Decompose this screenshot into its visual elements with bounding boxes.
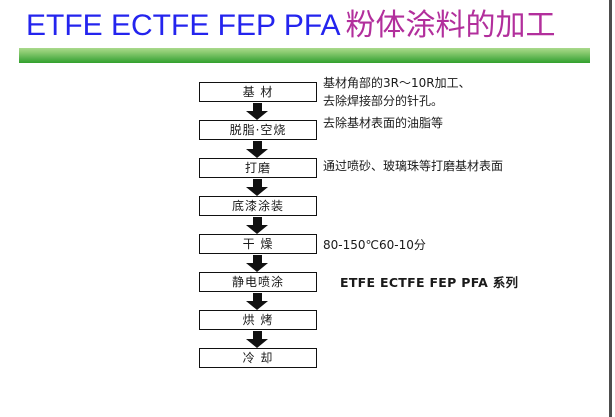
flow-step-primer: 底漆涂装 — [199, 196, 317, 216]
note-product-series: ETFE ECTFE FEP PFA 系列 — [340, 275, 519, 290]
page-title-latin: ETFE ECTFE FEP PFA — [26, 9, 341, 42]
flow-step-grind: 打磨 — [199, 158, 317, 178]
down-arrow-icon — [199, 178, 317, 196]
note-substrate-line2: 去除焊接部分的针孔。 — [323, 94, 444, 108]
note-grind: 通过喷砂、玻璃珠等打磨基材表面 — [323, 159, 504, 173]
process-flowchart: 基 材 脱脂·空烧 打磨 底漆涂装 干 燥 静电喷涂 烘 烤 冷 却 — [199, 82, 317, 368]
flow-step-substrate: 基 材 — [199, 82, 317, 102]
flow-step-bake: 烘 烤 — [199, 310, 317, 330]
title-accent-bar — [19, 48, 590, 63]
flow-step-cool: 冷 却 — [199, 348, 317, 368]
note-degrease: 去除基材表面的油脂等 — [323, 116, 444, 130]
down-arrow-icon — [199, 292, 317, 310]
page-title-cjk: 粉体涂料的加工 — [345, 8, 556, 43]
down-arrow-icon — [199, 140, 317, 158]
down-arrow-icon — [199, 216, 317, 234]
flow-step-degrease: 脱脂·空烧 — [199, 120, 317, 140]
down-arrow-icon — [199, 254, 317, 272]
flow-step-dry: 干 燥 — [199, 234, 317, 254]
down-arrow-icon — [199, 330, 317, 348]
flow-step-electrostatic-spray: 静电喷涂 — [199, 272, 317, 292]
down-arrow-icon — [199, 102, 317, 120]
note-substrate-line1: 基材角部的3R～10R加工、 — [323, 76, 471, 90]
note-dry-temperature: 80-150℃60-10分 — [323, 238, 426, 252]
